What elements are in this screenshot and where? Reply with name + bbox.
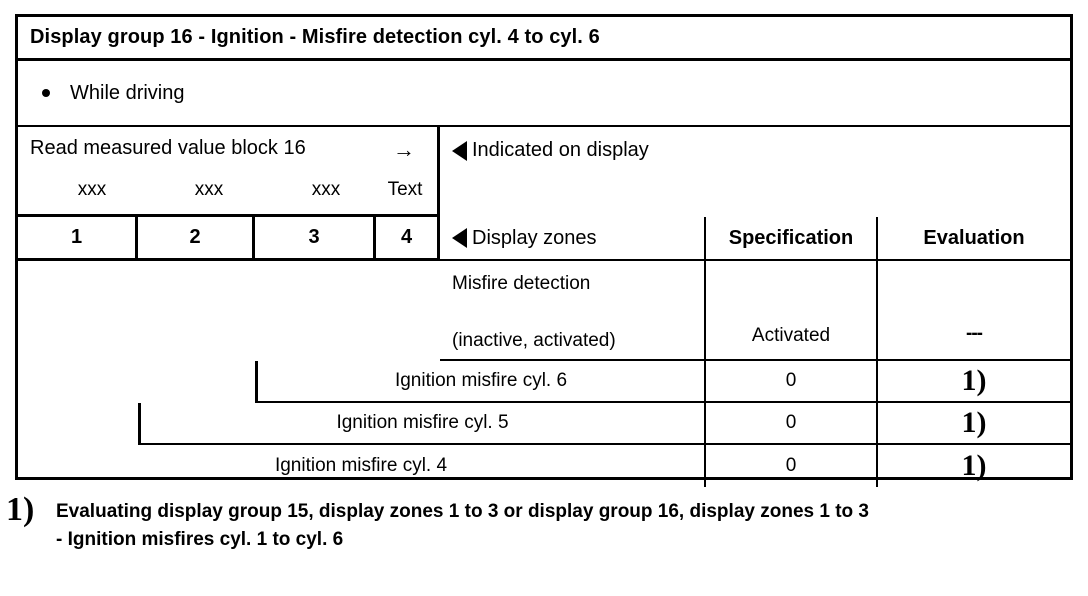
- misfire-detection-line2: (inactive, activated): [452, 330, 616, 351]
- zone-placeholder-1: xxx: [77, 179, 107, 200]
- column-header-specification: Specification: [706, 217, 878, 261]
- indicated-on-display-panel: Indicated on display: [440, 127, 1070, 217]
- zone-number-2: 2: [138, 217, 255, 261]
- table-row-cyl5-label: Ignition misfire cyl. 5: [138, 403, 706, 445]
- footnote: 1) Evaluating display group 15, display …: [0, 492, 1088, 582]
- measured-value-block-table: Display group 16 - Ignition - Misfire de…: [15, 14, 1073, 487]
- table-row-cyl5-evaluation: 1): [878, 403, 1070, 445]
- misfire-detection-specification: Activated: [706, 261, 878, 361]
- misfire-detection-evaluation: ---: [878, 261, 1070, 361]
- footnote-line-1: Evaluating display group 15, display zon…: [56, 501, 869, 522]
- table-row-cyl6-label: Ignition misfire cyl. 6: [255, 361, 706, 403]
- table-title-row: Display group 16 - Ignition - Misfire de…: [18, 17, 1070, 61]
- page-title: Display group 16 - Ignition - Misfire de…: [30, 26, 600, 48]
- read-block-label: Read measured value block 16: [30, 137, 306, 159]
- table-row-misfire-detection-label: Misfire detection (inactive, activated): [440, 261, 706, 361]
- zone-number-1: 1: [18, 217, 138, 261]
- footnote-body: Evaluating display group 15, display zon…: [56, 492, 869, 582]
- indicated-on-display-label: Indicated on display: [472, 139, 649, 161]
- column-header-evaluation: Evaluation: [878, 217, 1070, 261]
- zone-placeholder-4: Text: [387, 179, 423, 200]
- column-header-display-zones: Display zones: [440, 217, 706, 261]
- misfire-detection-line1: Misfire detection: [452, 273, 591, 294]
- left-triangle-icon: [452, 140, 467, 161]
- table-row-cyl6-specification: 0: [706, 361, 878, 403]
- left-triangle-icon: [452, 228, 467, 248]
- indicated-on-display-row: Indicated on display: [452, 139, 649, 162]
- table-row-cyl5-specification: 0: [706, 403, 878, 445]
- condition-label: While driving: [70, 81, 185, 104]
- right-arrow-icon: →: [393, 137, 415, 162]
- footnote-marker: 1): [6, 491, 35, 528]
- zone-placeholder-2: xxx: [194, 179, 224, 200]
- zone-number-4: 4: [376, 217, 440, 261]
- table-row-cyl4-specification: 0: [706, 445, 878, 487]
- zone-number-3: 3: [255, 217, 376, 261]
- table-row-cyl4-label: Ignition misfire cyl. 4: [18, 445, 706, 487]
- bullet-dot-icon: [42, 89, 50, 97]
- zone-placeholder-3: xxx: [311, 179, 341, 200]
- footnote-line-2: - Ignition misfires cyl. 1 to cyl. 6: [56, 529, 344, 550]
- column-header-display-zones-label: Display zones: [472, 226, 597, 249]
- read-measured-value-block: Read measured value block 16 → xxx xxx x…: [18, 127, 440, 217]
- table-row-cyl4-evaluation: 1): [961, 449, 987, 482]
- condition-row: While driving: [18, 61, 1070, 127]
- table-row-cyl6-evaluation: 1): [878, 361, 1070, 403]
